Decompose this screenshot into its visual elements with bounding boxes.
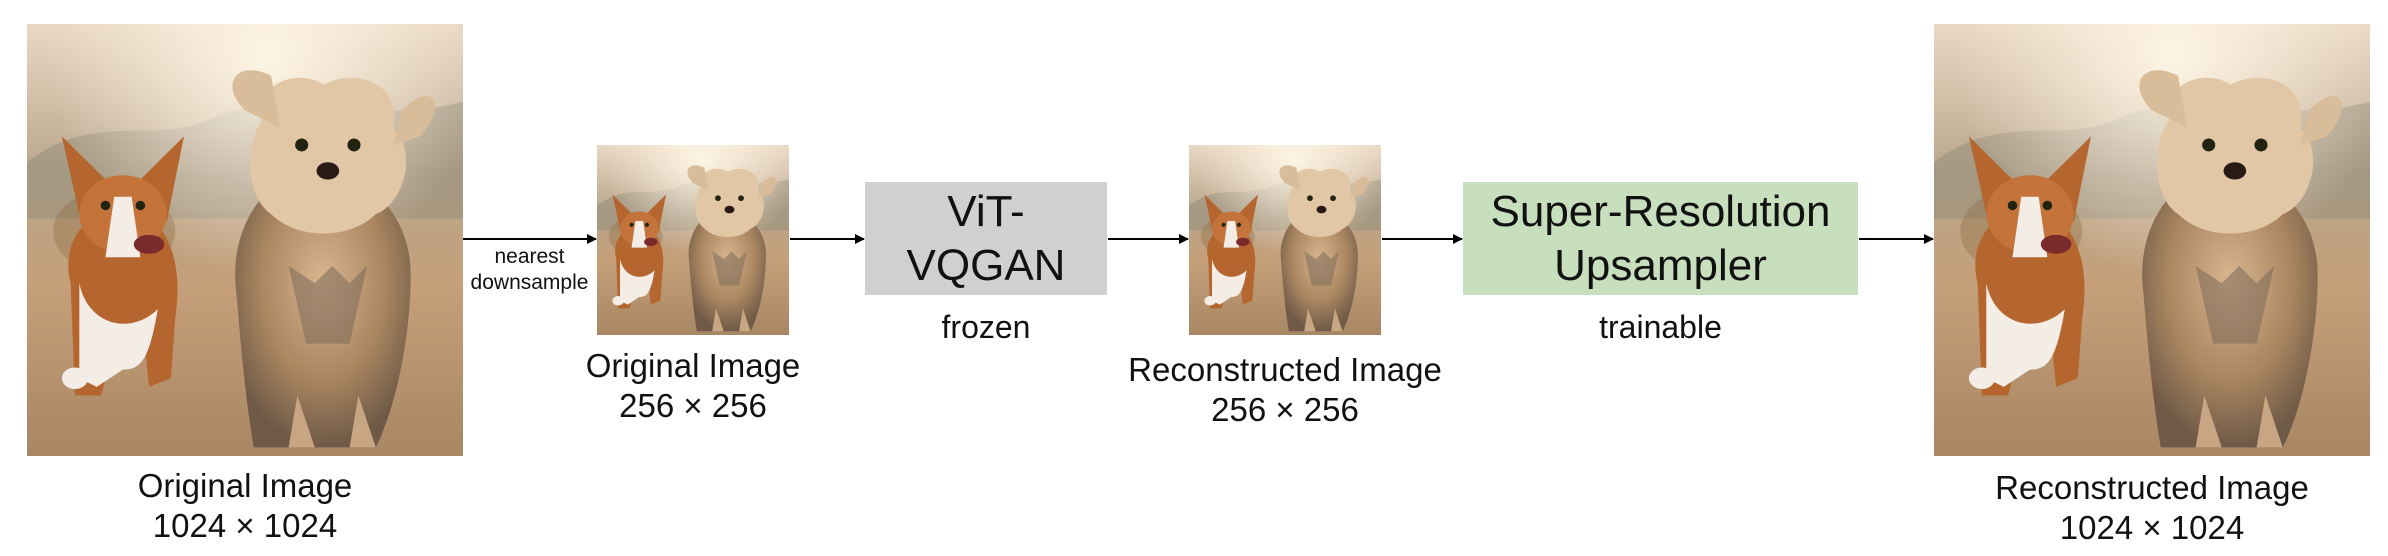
upsampler-status: trainable [1599, 309, 1722, 345]
caption-size: 256 × 256 [619, 387, 767, 424]
caption-title: Reconstructed Image [1128, 351, 1442, 388]
caption-title: Original Image [585, 347, 801, 384]
original-image-256-caption: Original Image 256 × 256 [543, 346, 843, 426]
original-image-256 [597, 145, 789, 335]
caption-size: 1024 × 1024 [2059, 509, 2245, 546]
downsample-label-line2: downsample [470, 271, 589, 294]
reconstructed-image-1024-caption: Reconstructed Image 1024 × 1024 [1977, 468, 2327, 548]
vit-vqgan-status: frozen [941, 309, 1031, 345]
downsample-label: nearest downsample [463, 244, 596, 296]
caption-size: 256 × 256 [1211, 391, 1359, 428]
super-resolution-upsampler-box: Super-Resolution Upsampler [1463, 182, 1858, 295]
vit-vqgan-label-line1: ViT- [947, 186, 1025, 236]
reconstructed-image-1024 [1934, 24, 2370, 456]
vit-vqgan-label-line2: VQGAN [906, 240, 1066, 290]
caption-title: Original Image [137, 467, 353, 504]
reconstructed-image-256-caption: Reconstructed Image 256 × 256 [1110, 350, 1460, 430]
upsampler-label-line2: Upsampler [1554, 240, 1767, 290]
vit-vqgan-box: ViT- VQGAN [865, 182, 1107, 295]
caption-title: Reconstructed Image [1995, 469, 2309, 506]
upsampler-label-line1: Super-Resolution [1490, 186, 1831, 236]
original-image-1024 [27, 24, 463, 456]
downsample-label-line1: nearest [494, 245, 565, 268]
reconstructed-image-256 [1189, 145, 1381, 335]
caption-size: 1024 × 1024 [152, 507, 338, 544]
original-image-1024-caption: Original Image 1024 × 1024 [95, 466, 395, 546]
